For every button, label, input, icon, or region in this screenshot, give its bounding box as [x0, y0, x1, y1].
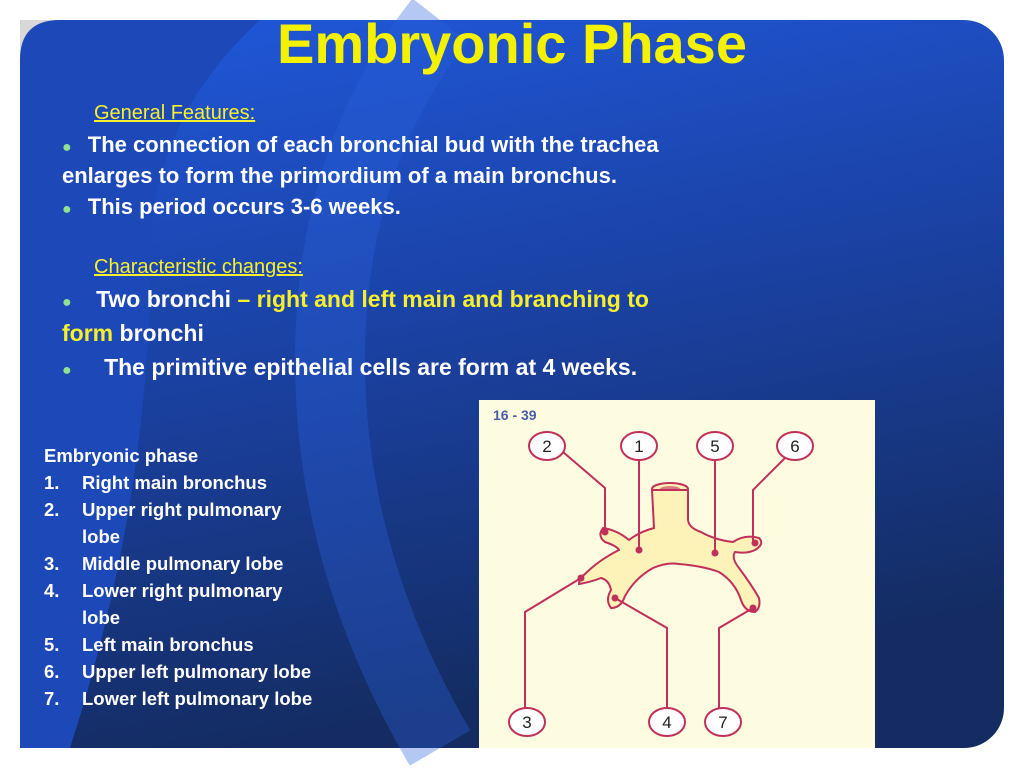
characteristic-bullet-1-line2: form bronchi [62, 318, 204, 349]
legend-list: Embryonic phase 1. Right main bronchus 2… [44, 442, 384, 722]
leader-line [614, 597, 668, 712]
legend-number: 1. [44, 472, 60, 493]
slide-arc [294, 0, 471, 766]
slide-swoosh [20, 20, 260, 748]
circle-label-1: 1 [620, 431, 658, 461]
circle-label-5: 5 [696, 431, 734, 461]
endpoint-dot [577, 574, 585, 582]
endpoint-dot [601, 528, 609, 536]
legend-text: Upper right pulmonary [82, 499, 282, 520]
general-features-heading: General Features: [94, 102, 256, 124]
legend-heading: Embryonic phase [44, 445, 199, 466]
endpoint-dot [751, 539, 759, 547]
svg-text:3: 3 [522, 713, 531, 732]
endpoint-dot [635, 546, 643, 554]
legend-number: 5. [44, 634, 60, 655]
characteristic-bullet-1: ● Two bronchi – right and left main and … [62, 284, 649, 318]
legend-text-continued: lobe [82, 607, 121, 628]
endpoint-dot [711, 549, 719, 557]
leader-line [562, 451, 606, 528]
legend-number: 7. [44, 688, 60, 709]
bullet-dot: ● [62, 294, 72, 311]
circle-label-6: 6 [776, 431, 814, 461]
char-bullet-2-text: The primitive epithelial cells are form … [104, 354, 638, 380]
legend-text: Left main bronchus [82, 634, 254, 655]
endpoint-dot [611, 594, 619, 602]
bullet-dot: ● [62, 139, 72, 156]
legend-number: 6. [44, 661, 60, 682]
legend-text: Upper left pulmonary lobe [82, 661, 312, 682]
bullet-dot: ● [62, 201, 72, 218]
legend-number: 3. [44, 553, 60, 574]
endpoint-dot [749, 604, 757, 612]
general-bullet-1-line2: enlarges to form the primordium of a mai… [62, 163, 617, 188]
leader-line [524, 577, 582, 712]
legend-number: 2. [44, 499, 60, 520]
svg-text:2: 2 [542, 437, 551, 456]
char-bullet-1-white: Two bronchi [96, 286, 238, 312]
legend-text: Right main bronchus [82, 472, 267, 493]
characteristic-heading: Characteristic changes: [94, 256, 303, 278]
legend-text: Lower right pulmonary [82, 580, 283, 601]
char-bullet-1-yellow-2: form [62, 320, 114, 346]
number-circles: 2 1 5 6 3 4 7 [508, 431, 814, 737]
general-bullet-2-text: This period occurs 3-6 weeks. [87, 194, 401, 219]
general-bullet-2: ● This period occurs 3-6 weeks. [62, 191, 401, 225]
leader-lines [524, 451, 788, 712]
char-bullet-1-white-2: bronchi [113, 320, 204, 346]
svg-text:7: 7 [718, 713, 727, 732]
endpoint-dots [577, 528, 759, 612]
svg-text:4: 4 [662, 713, 671, 732]
leader-line [752, 455, 788, 544]
slide-title: Embryonic Phase [277, 12, 747, 75]
circle-label-3: 3 [508, 707, 546, 737]
characteristic-bullet-2: ● The primitive epithelial cells are for… [62, 352, 637, 386]
bronchial-tree [577, 482, 763, 614]
char-bullet-1-yellow: – right and left main and branching to [237, 286, 649, 312]
legend-number: 4. [44, 580, 60, 601]
leader-line [718, 607, 754, 712]
bronchi-outline [577, 489, 763, 614]
bronchi-diagram: 16 - 39 2 1 5 [479, 400, 875, 748]
legend-text: Middle pulmonary lobe [82, 553, 284, 574]
general-bullet-1: ● The connection of each bronchial bud w… [62, 129, 659, 163]
svg-text:1: 1 [634, 437, 643, 456]
svg-text:5: 5 [710, 437, 719, 456]
circle-label-2: 2 [528, 431, 566, 461]
circle-label-4: 4 [648, 707, 686, 737]
legend-text-continued: lobe [82, 526, 121, 547]
figure-label: 16 - 39 [493, 407, 537, 423]
legend-text: Lower left pulmonary lobe [82, 688, 313, 709]
general-bullet-1-line1: The connection of each bronchial bud wit… [87, 132, 659, 157]
circle-label-7: 7 [704, 707, 742, 737]
svg-text:6: 6 [790, 437, 799, 456]
bullet-dot: ● [62, 362, 72, 379]
